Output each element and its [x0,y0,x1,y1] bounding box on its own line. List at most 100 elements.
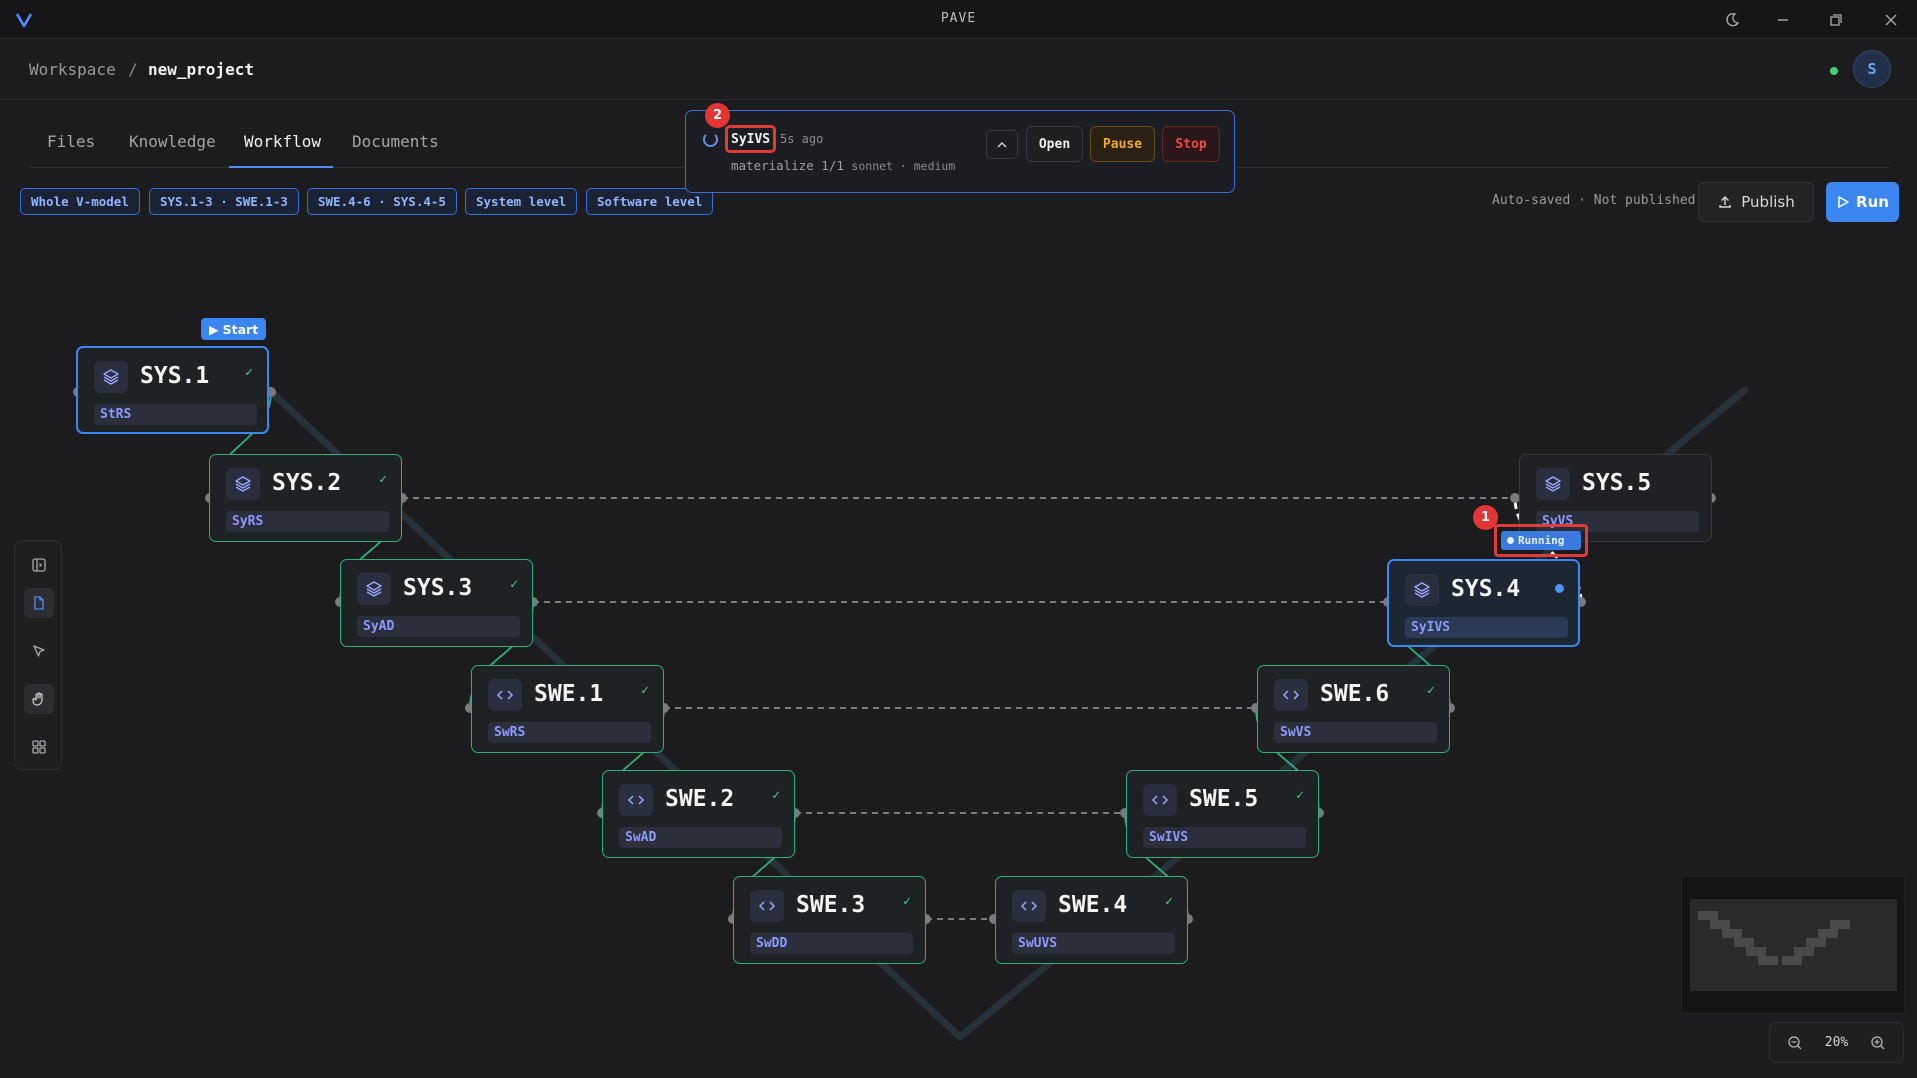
node-artifact: SwAD [619,827,782,848]
check-icon: ✓ [510,577,518,592]
stop-button[interactable]: Stop [1162,126,1220,162]
edges-layer [73,368,1749,1042]
check-icon: ✓ [1296,788,1304,803]
open-button[interactable]: Open [1026,126,1083,162]
hand-pan-icon[interactable] [24,684,54,714]
chip-system-level[interactable]: System level [465,188,578,215]
grid-layout-icon[interactable] [24,732,54,762]
check-icon: ✓ [245,365,253,380]
job-meta: sonnet · medium [851,159,956,173]
node-title: SWE.3 [796,892,866,918]
node-title: SYS.2 [272,470,342,496]
avatar[interactable]: S [1853,50,1891,88]
workflow-canvas[interactable]: ▶ Start SYS.1 ✓ StRS SYS.2 ✓ SyRS SYS.3 … [0,232,1917,1078]
code-icon [619,784,653,816]
annotation-badge-2: 2 [705,103,730,128]
start-label: Start [222,321,259,337]
connection-status-dot [1830,67,1838,75]
code-icon [1012,890,1046,922]
minimap-viewport[interactable] [1690,899,1897,991]
zoom-controls: 20% [1769,1022,1904,1063]
job-time: 5s ago [780,132,824,146]
node-title: SYS.5 [1582,470,1652,496]
start-tag[interactable]: ▶ Start [201,318,267,340]
toggle-panel-icon[interactable] [24,550,54,580]
check-icon: ✓ [379,472,387,487]
node-artifact: SwUVS [1012,933,1175,954]
check-icon: ✓ [1427,683,1435,698]
layers-icon [1405,574,1439,606]
canvas-toolbar [14,540,62,770]
node-sys5[interactable]: SYS.5 SyVS [1519,454,1712,542]
node-swe2[interactable]: SWE.2 ✓ SwAD [602,770,795,858]
tab-files[interactable]: Files [47,132,96,151]
chip-software-level[interactable]: Software level [586,188,714,215]
chip-swe4-6-sys4-5[interactable]: SWE.4-6 · SYS.4-5 [307,188,457,215]
node-swe1[interactable]: SWE.1 ✓ SwRS [471,665,664,753]
pointer-select-icon[interactable] [24,636,54,666]
node-title: SYS.4 [1451,576,1521,602]
tab-workflow[interactable]: Workflow [244,132,322,151]
running-highlight: Running [1494,524,1588,557]
job-name[interactable]: SyIVS [731,131,771,147]
close-icon[interactable] [1879,8,1903,32]
minimap[interactable] [1681,876,1905,1014]
node-artifact: SwDD [750,933,913,954]
header: Workspace / new_project S [0,39,1917,100]
tab-knowledge[interactable]: Knowledge [129,132,216,151]
node-swe3[interactable]: SWE.3 ✓ SwDD [733,876,926,964]
node-title: SWE.4 [1058,892,1128,918]
app-title: PAVE [940,11,977,26]
theme-toggle-moon-icon[interactable] [1720,8,1744,32]
breadcrumb-project[interactable]: new_project [148,60,254,79]
play-icon: ▶ [209,321,219,337]
restore-icon[interactable] [1824,8,1848,32]
node-swe6[interactable]: SWE.6 ✓ SwVS [1257,665,1450,753]
node-title: SWE.5 [1189,786,1259,812]
tab-documents[interactable]: Documents [352,132,439,151]
chip-sys1-3-swe1-3[interactable]: SYS.1-3 · SWE.1-3 [149,188,299,215]
document-icon[interactable] [24,588,54,618]
job-step: materialize 1/1 [731,158,844,173]
collapse-button[interactable] [986,130,1018,159]
zoom-out-icon[interactable] [1784,1032,1806,1054]
node-swe5[interactable]: SWE.5 ✓ SwIVS [1126,770,1319,858]
pause-button[interactable]: Pause [1090,126,1155,162]
node-title: SWE.2 [665,786,735,812]
check-icon: ✓ [641,683,649,698]
breadcrumb-workspace[interactable]: Workspace [29,60,116,79]
layers-icon [357,573,391,605]
breadcrumb-separator: / [128,60,138,79]
run-label: Run [1856,193,1889,211]
check-icon: ✓ [903,894,911,909]
check-icon: ✓ [1165,894,1173,909]
node-artifact: SwIVS [1143,827,1306,848]
running-status-pill: Running [1501,531,1581,550]
layers-icon [226,468,260,500]
node-artifact: StRS [94,404,257,425]
status-dot [1507,537,1514,544]
node-sys4[interactable]: SYS.4 SyIVS [1387,559,1580,647]
node-sys3[interactable]: SYS.3 ✓ SyAD [340,559,533,647]
chip-whole-v-model[interactable]: Whole V-model [20,188,140,215]
node-sys2[interactable]: SYS.2 ✓ SyRS [209,454,402,542]
title-bar: PAVE [0,0,1917,39]
node-artifact: SyIVS [1405,617,1568,638]
node-artifact: SyAD [357,616,520,637]
code-icon [750,890,784,922]
publish-label: Publish [1741,193,1795,211]
node-artifact: SwRS [488,722,651,743]
minimize-icon[interactable] [1771,8,1795,32]
job-status-popup: 2 SyIVS 5s ago materialize 1/1 sonnet · … [685,103,1235,193]
play-icon [1838,196,1849,208]
zoom-in-icon[interactable] [1867,1032,1889,1054]
node-sys1[interactable]: SYS.1 ✓ StRS [76,346,269,434]
save-status: Auto-saved · Not published [1492,193,1696,208]
job-detail: materialize 1/1 sonnet · medium [731,158,955,173]
code-icon [488,679,522,711]
layers-icon [1536,468,1570,500]
node-swe4[interactable]: SWE.4 ✓ SwUVS [995,876,1188,964]
publish-button[interactable]: Publish [1698,182,1814,222]
run-button[interactable]: Run [1826,182,1899,222]
node-artifact: SyRS [226,511,389,532]
